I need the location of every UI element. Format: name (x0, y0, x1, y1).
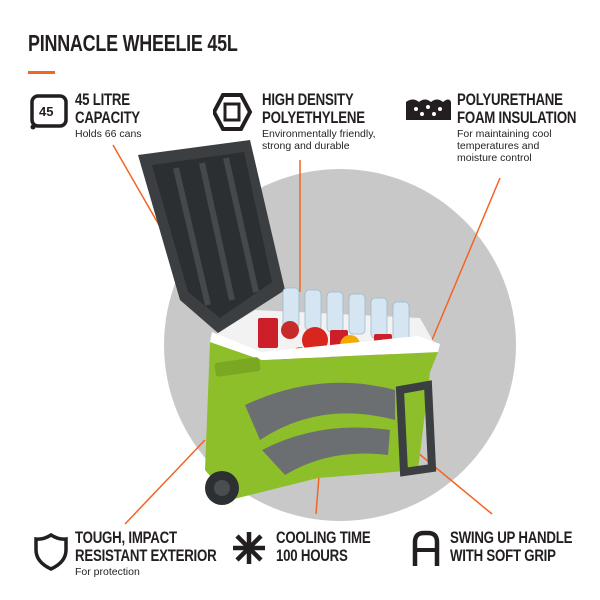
handle-icon (412, 530, 440, 566)
cooler-lid (138, 140, 285, 333)
feature-heading: 45 LITRE (75, 90, 130, 109)
cooler-handle (395, 380, 437, 477)
cooler-body (205, 332, 440, 505)
feature-heading: POLYETHYLENE (262, 108, 365, 127)
feature-heading: WITH SOFT GRIP (450, 546, 556, 565)
feature-heading: HIGH DENSITY (262, 90, 354, 109)
feature-exterior-text: TOUGH, IMPACT RESISTANT EXTERIOR For pro… (75, 528, 256, 578)
feature-subtext: strong and durable (262, 140, 350, 152)
feature-foam-text: POLYURETHANE FOAM INSULATION For maintai… (457, 90, 600, 164)
feature-heading: TOUGH, IMPACT (75, 528, 177, 547)
feature-subtext: For protection (75, 566, 140, 578)
title-underline (28, 71, 55, 74)
feature-heading: 100 HOURS (276, 546, 348, 565)
feature-heading: SWING UP HANDLE (450, 528, 573, 547)
feature-heading: COOLING TIME (276, 528, 371, 547)
feature-heading: FOAM INSULATION (457, 108, 577, 127)
shield-icon (34, 532, 68, 571)
feature-heading: CAPACITY (75, 108, 140, 127)
foam-icon (406, 99, 451, 120)
feature-heading: RESISTANT EXTERIOR (75, 546, 217, 565)
feature-polyethylene-text: HIGH DENSITY POLYETHYLENE Environmentall… (262, 90, 394, 152)
snowflake-icon (233, 532, 265, 564)
feature-subtext: moisture control (457, 152, 532, 164)
feature-cooling-text: COOLING TIME 100 HOURS (276, 528, 397, 566)
capacity-icon-label: 45 (39, 104, 54, 119)
feature-heading: POLYURETHANE (457, 90, 563, 109)
feature-capacity-text: 45 LITRE CAPACITY Holds 66 cans (75, 90, 158, 140)
feature-subtext: Holds 66 cans (75, 128, 142, 140)
feature-subtext: For maintaining cool (457, 128, 552, 140)
capacity-icon (30, 94, 68, 130)
product-title: PINNACLE WHEELIE 45L (28, 30, 238, 56)
hexagon-icon (213, 93, 253, 131)
feature-handle-text: SWING UP HANDLE WITH SOFT GRIP (450, 528, 600, 566)
feature-subtext: Environmentally friendly, (262, 128, 376, 140)
feature-subtext: temperatures and (457, 140, 540, 152)
